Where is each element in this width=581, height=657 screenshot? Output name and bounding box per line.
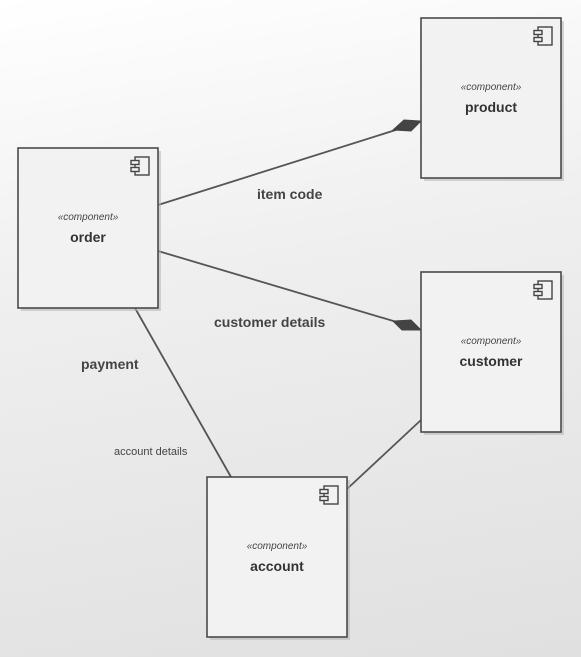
connector-account-customer[interactable] — [346, 419, 422, 490]
connector-order-account[interactable] — [134, 307, 232, 478]
label-item-code: item code — [257, 186, 323, 202]
component-icon — [130, 156, 150, 176]
component-name-order: order — [70, 229, 106, 245]
component-product[interactable]: «component» product — [420, 17, 564, 181]
label-payment: payment — [81, 356, 139, 372]
label-customer-details: customer details — [214, 314, 325, 330]
component-name-product: product — [465, 99, 517, 115]
component-icon — [533, 26, 553, 46]
stereotype-order: «component» — [58, 212, 119, 223]
component-icon — [533, 280, 553, 300]
stereotype-account: «component» — [247, 541, 308, 552]
connector-order-product[interactable] — [157, 127, 403, 206]
component-name-account: account — [250, 558, 304, 574]
aggregation-diamond-customer — [391, 319, 423, 331]
stereotype-product: «component» — [461, 82, 522, 93]
aggregation-diamond-product — [391, 119, 423, 132]
component-customer[interactable]: «component» customer — [420, 271, 564, 435]
label-account-details: account details — [114, 446, 188, 458]
component-order[interactable]: «component» order — [17, 147, 161, 311]
connector-order-customer[interactable] — [157, 250, 401, 324]
stereotype-customer: «component» — [461, 336, 522, 347]
component-name-customer: customer — [459, 353, 523, 369]
component-icon — [319, 485, 339, 505]
connectors — [134, 119, 423, 490]
component-account[interactable]: «component» account — [206, 476, 350, 640]
